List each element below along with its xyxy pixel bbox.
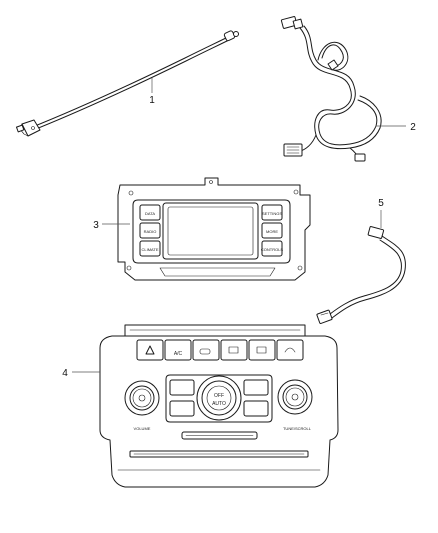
display-label-right-bot: CONTROLS (261, 247, 284, 252)
auto-label: AUTO (212, 401, 226, 407)
display-label-left-bot: CLIMATE (141, 247, 158, 252)
part-1-antenna-cable (15, 30, 239, 137)
off-label: OFF (214, 393, 224, 399)
display-label-right-mid: MORE (266, 229, 278, 234)
callout-4-label: 4 (62, 368, 68, 379)
callout-3-label: 3 (93, 220, 99, 231)
part-3-display-module: DATA RADIO CLIMATE SETTINGS MORE CONTROL… (117, 177, 311, 281)
callout-5: 5 (378, 198, 384, 228)
part-2-wiring-harness (280, 16, 382, 162)
display-label-left-top: DATA (145, 211, 155, 216)
callout-3: 3 (93, 220, 130, 231)
part-5-jumper-harness (316, 226, 406, 324)
callout-5-label: 5 (378, 198, 384, 209)
callout-4: 4 (62, 368, 100, 379)
callout-1-label: 1 (149, 95, 155, 106)
callout-1: 1 (149, 78, 155, 106)
volume-label: VOLUME (134, 426, 151, 431)
tune-scroll-label: TUNE/SCROLL (283, 426, 312, 431)
ac-label: A/C (174, 351, 183, 357)
display-label-left-mid: RADIO (144, 229, 157, 234)
display-label-right-top: SETTINGS (262, 211, 282, 216)
callout-2-label: 2 (410, 122, 416, 133)
part-4-climate-panel: A/C VOLUME TUNE/SCROLL OFF AUTO (99, 324, 339, 488)
callout-2: 2 (376, 122, 416, 133)
